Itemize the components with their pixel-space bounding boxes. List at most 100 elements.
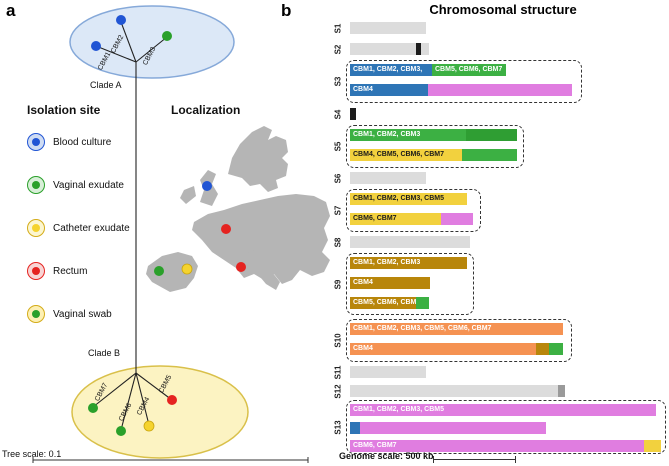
chromosome-segment-gray <box>350 43 416 55</box>
chromosome-segment-green <box>416 297 429 309</box>
legend-title: Isolation site <box>27 103 101 117</box>
chromosome-segment-gray <box>350 172 426 184</box>
group-box-s3 <box>346 60 582 103</box>
rectum-dot-icon <box>27 262 45 280</box>
chromosome-bar-s5-1: CBM1, CBM2, CBM3 <box>350 129 517 141</box>
genome-scale-bar <box>433 459 516 460</box>
chromosome-bar-s10-1: CBM1, CBM2, CBM3, CBM5, CBM6, CBM7 <box>350 323 563 335</box>
chromosome-segment-olive: CBM1, CBM2, CBM3 <box>350 257 467 269</box>
legend-item-label: Blood culture <box>53 136 112 148</box>
clade-a-ellipse <box>69 5 235 79</box>
row-label-s1: S1 <box>330 17 346 39</box>
chromosome-segment-yellow: CBM1, CBM2, CBM3, CBM5 <box>350 193 467 205</box>
clade-a-label: Clade A <box>90 80 122 90</box>
row-label-text: S3 <box>333 76 343 86</box>
mainland-europe-shape <box>192 194 330 284</box>
row-label-s12: S12 <box>330 380 346 402</box>
tree-scale-label: Tree scale: 0.1 <box>2 449 62 459</box>
legend-item-label: Vaginal swab <box>53 308 112 320</box>
chromosome-segment-violet: CBM6, CBM7 <box>350 440 644 452</box>
taxon-dot-cbm3-vaginal-icon <box>162 31 172 41</box>
legend-item-catheter-exudate: Catheter exudate <box>27 219 130 237</box>
taxon-dot-cbm7-vaginal-icon <box>88 403 98 413</box>
chromosome-bar-s2-1 <box>350 43 429 55</box>
row-label-text: S13 <box>333 419 343 435</box>
chromosome-segment-darkgray <box>558 385 565 397</box>
chromosome-bar-s4-1 <box>350 108 356 120</box>
chromosome-bar-s1-1 <box>350 22 426 34</box>
chromosome-bar-s8-1 <box>350 236 470 248</box>
taxon-dot-cbm4-catheter-icon <box>143 420 155 432</box>
chromosome-bar-s13-3: CBM6, CBM7 <box>350 440 661 452</box>
chromosome-bar-s13-1: CBM1, CBM2, CBM3, CBM5 <box>350 404 656 416</box>
row-label-text: S8 <box>333 237 343 247</box>
legend-item-label: Catheter exudate <box>53 222 130 234</box>
chromosome-segment-black <box>350 108 356 120</box>
chromosome-bar-s5-2: CBM4, CBM5, CBM6, CBM7 <box>350 149 517 161</box>
row-label-text: S5 <box>333 141 343 151</box>
blood-culture-dot-icon <box>27 133 45 151</box>
panel-b-title: Chromosomal structure <box>429 2 577 17</box>
row-label-s2: S2 <box>330 38 346 60</box>
chromosome-bar-s11-1 <box>350 366 426 378</box>
europe-map <box>146 126 330 292</box>
row-label-text: S2 <box>333 44 343 54</box>
group-box-s10 <box>346 319 572 362</box>
row-label-text: S4 <box>333 109 343 119</box>
group-box-s7 <box>346 189 481 232</box>
chromosome-segment-olive <box>536 343 549 355</box>
chromosome-bar-s3-1: CBM1, CBM2, CBM3,CBM5, CBM6, CBM7 <box>350 64 506 76</box>
chromosome-segment-violet <box>360 422 546 434</box>
row-label-text: S11 <box>333 365 343 379</box>
chromosome-bar-s12-1 <box>350 385 565 397</box>
row-label-s10: S10 <box>330 329 346 351</box>
clade-b-label: Clade B <box>88 348 121 358</box>
row-label-text: S6 <box>333 173 343 183</box>
vaginal-exudate-dot-icon <box>27 176 45 194</box>
chromosome-segment-violet: CBM1, CBM2, CBM3, CBM5 <box>350 404 656 416</box>
chromosome-segment-gray <box>350 385 558 397</box>
chromosome-segment-blue <box>350 422 360 434</box>
chromosome-segment-green: CBM5, CBM6, CBM7 <box>432 64 506 76</box>
map-dot-vaginal-exudate-icon <box>154 266 164 276</box>
legend-item-label: Vaginal exudate <box>53 179 124 191</box>
row-label-text: S10 <box>333 332 343 348</box>
chromosome-segment-olive: CBM4 <box>350 277 430 289</box>
chromosome-segment-yellow: CBM4, CBM5, CBM6, CBM7 <box>350 149 462 161</box>
row-label-s9: S9 <box>330 273 346 295</box>
phylogeny-and-map-graphic: CBM1 CBM2 CBM3 CBM7 CBM6 CBM4 CBM5 <box>32 5 330 463</box>
legend-item-blood-culture: Blood culture <box>27 133 111 151</box>
genome-scale-tick-right <box>515 456 516 463</box>
row-label-text: S7 <box>333 205 343 215</box>
map-dot-rectum2-icon <box>236 262 246 272</box>
chromosome-bar-s3-2: CBM4 <box>350 84 572 96</box>
chromosome-segment-violet <box>428 84 572 96</box>
europe-landmass <box>146 126 330 292</box>
chromosome-segment-black <box>416 43 421 55</box>
scandinavia-shape <box>228 126 288 192</box>
chromosome-bar-s7-1: CBM1, CBM2, CBM3, CBM5 <box>350 193 467 205</box>
chromosome-segment-orange: CBM4 <box>350 343 536 355</box>
map-dot-catheter-exudate-icon <box>181 263 193 275</box>
iberia-shape <box>146 252 198 292</box>
chromosome-segment-green2 <box>466 129 517 141</box>
row-label-s4: S4 <box>330 103 346 125</box>
row-label-s5: S5 <box>330 135 346 157</box>
chromosome-bar-s13-2 <box>350 422 546 434</box>
chromosome-segment-gray <box>350 366 426 378</box>
map-dot-blood-culture-icon <box>202 181 212 191</box>
taxon-dot-cbm6-vaginal-icon <box>116 426 126 436</box>
catheter-exudate-dot-icon <box>27 219 45 237</box>
row-label-s8: S8 <box>330 231 346 253</box>
chromosome-segment-blue: CBM1, CBM2, CBM3, <box>350 64 432 76</box>
vaginal-swab-dot-icon <box>27 305 45 323</box>
group-box-s13 <box>346 400 666 454</box>
panel-b-letter: b <box>281 1 292 20</box>
genome-scale-tick-left <box>433 456 434 463</box>
chromosome-segment-green: CBM1, CBM2, CBM3 <box>350 129 466 141</box>
chromosome-segment-violet <box>441 213 473 225</box>
taxon-dot-cbm2-blood-icon <box>116 15 126 25</box>
legend-item-label: Rectum <box>53 265 88 277</box>
